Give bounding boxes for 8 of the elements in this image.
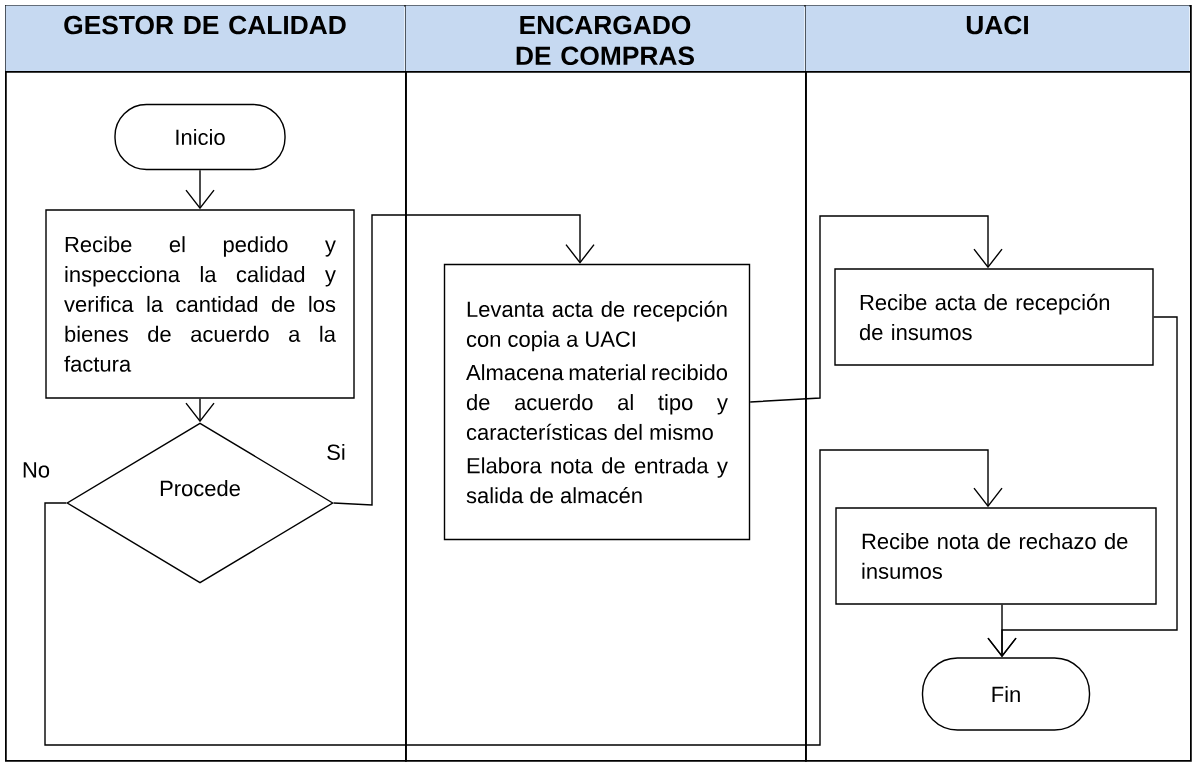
process-box: Recibe nota de rechazo de insumos	[835, 507, 1157, 605]
arrow	[44, 449, 1003, 746]
arrow	[749, 215, 1003, 403]
arrow	[333, 214, 595, 506]
process-box: Recibe acta de recepción de insumos	[834, 268, 1154, 366]
process-box: Levanta acta de recepción con copia a UACI Almacena material recibido de acuerdo al tipo y características del mismo Elabora nota de entrada y salida de almacén	[443, 263, 751, 541]
edge-label: No	[20, 460, 52, 480]
process-box: Recibe el pedido y inspecciona la calidad y verifica la cantidad de los bienes de acuerdo a la factura	[45, 209, 355, 399]
